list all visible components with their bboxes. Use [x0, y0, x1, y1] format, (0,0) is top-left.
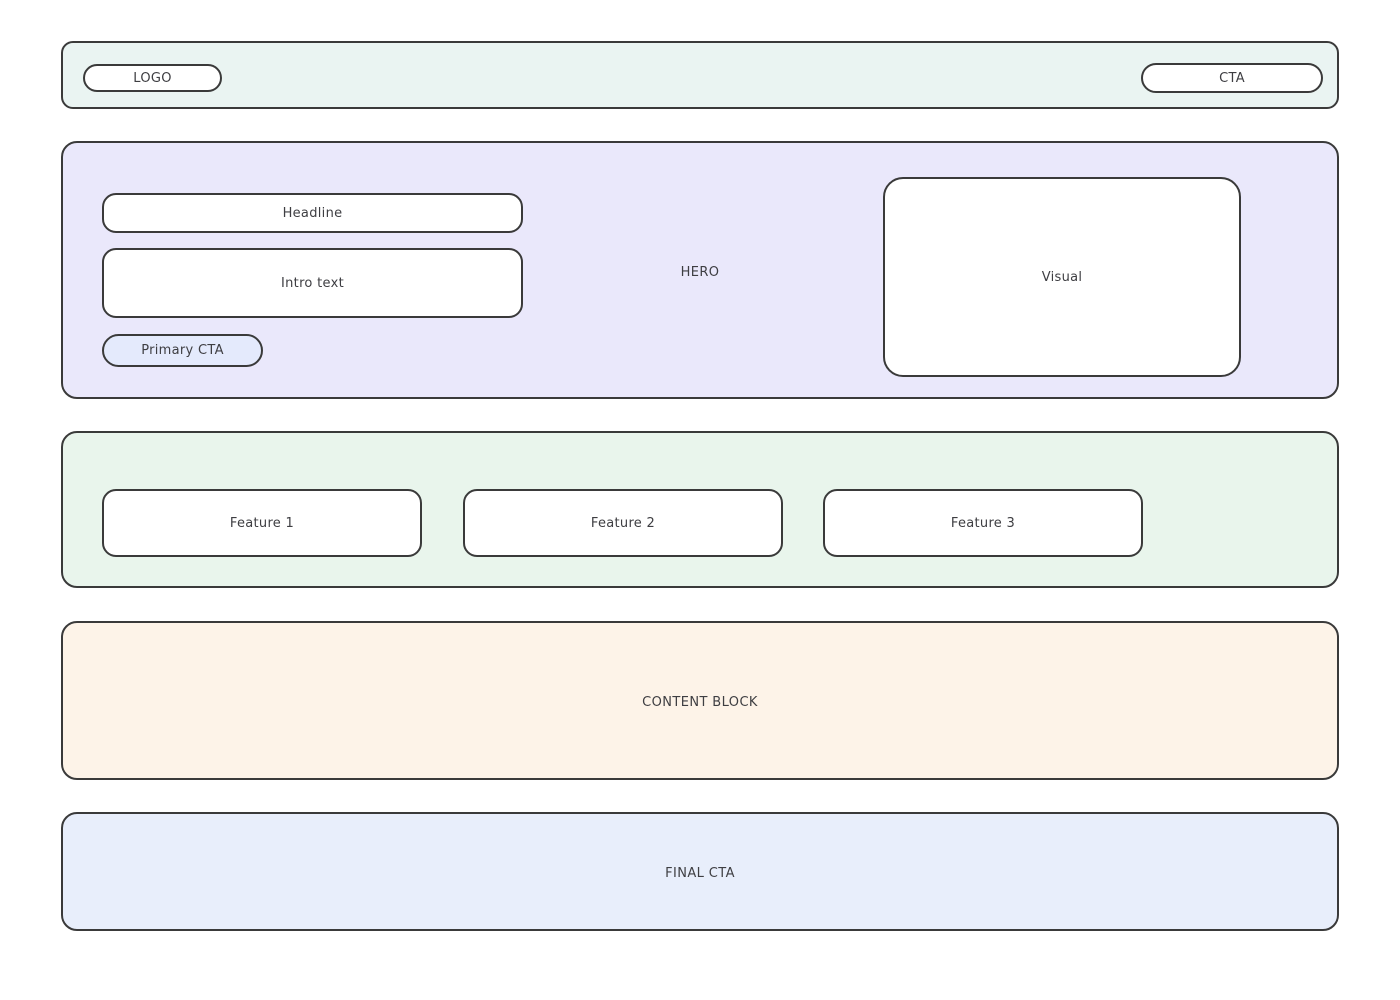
- feature-card-3: Feature 3: [823, 489, 1143, 557]
- features-section: Feature 1 Feature 2 Feature 3: [61, 431, 1339, 588]
- header-bar: LOGO CTA: [61, 41, 1339, 109]
- logo-pill[interactable]: LOGO: [83, 64, 222, 92]
- feature-card-1: Feature 1: [102, 489, 422, 557]
- intro-text-label: Intro text: [281, 275, 344, 291]
- hero-visual-placeholder: Visual: [883, 177, 1241, 377]
- header-cta-label: CTA: [1219, 70, 1245, 86]
- logo-label: LOGO: [133, 70, 172, 86]
- feature-1-label: Feature 1: [229, 515, 295, 531]
- intro-text-placeholder: Intro text: [102, 248, 523, 318]
- final-cta-section[interactable]: FINAL CTA: [61, 812, 1339, 931]
- feature-card-2: Feature 2: [463, 489, 783, 557]
- visual-label: Visual: [1041, 269, 1083, 285]
- content-block-section: CONTENT BLOCK: [61, 621, 1339, 780]
- headline-placeholder: Headline: [102, 193, 523, 233]
- feature-2-label: Feature 2: [590, 515, 656, 531]
- primary-cta-button[interactable]: Primary CTA: [102, 334, 263, 367]
- primary-cta-label: Primary CTA: [141, 343, 224, 358]
- final-cta-label: FINAL CTA: [665, 866, 735, 881]
- headline-label: Headline: [282, 205, 343, 221]
- hero-section-label: HERO: [680, 265, 720, 280]
- hero-section: Headline Intro text Primary CTA HERO Vis…: [61, 141, 1339, 399]
- content-block-label: CONTENT BLOCK: [642, 695, 758, 710]
- header-cta-button[interactable]: CTA: [1141, 63, 1323, 93]
- feature-3-label: Feature 3: [950, 515, 1016, 531]
